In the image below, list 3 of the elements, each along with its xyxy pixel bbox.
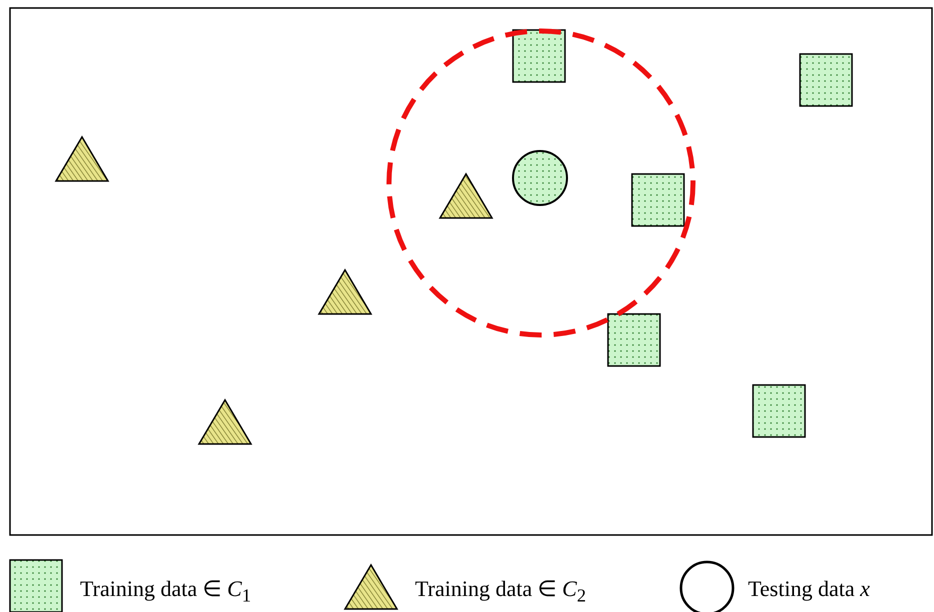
legend-label: Training data ∈ C$_{2}$ (415, 576, 586, 608)
legend-label: Training data ∈ C$_{1}$ (80, 576, 251, 608)
legend-label: Testing data x (748, 576, 870, 602)
